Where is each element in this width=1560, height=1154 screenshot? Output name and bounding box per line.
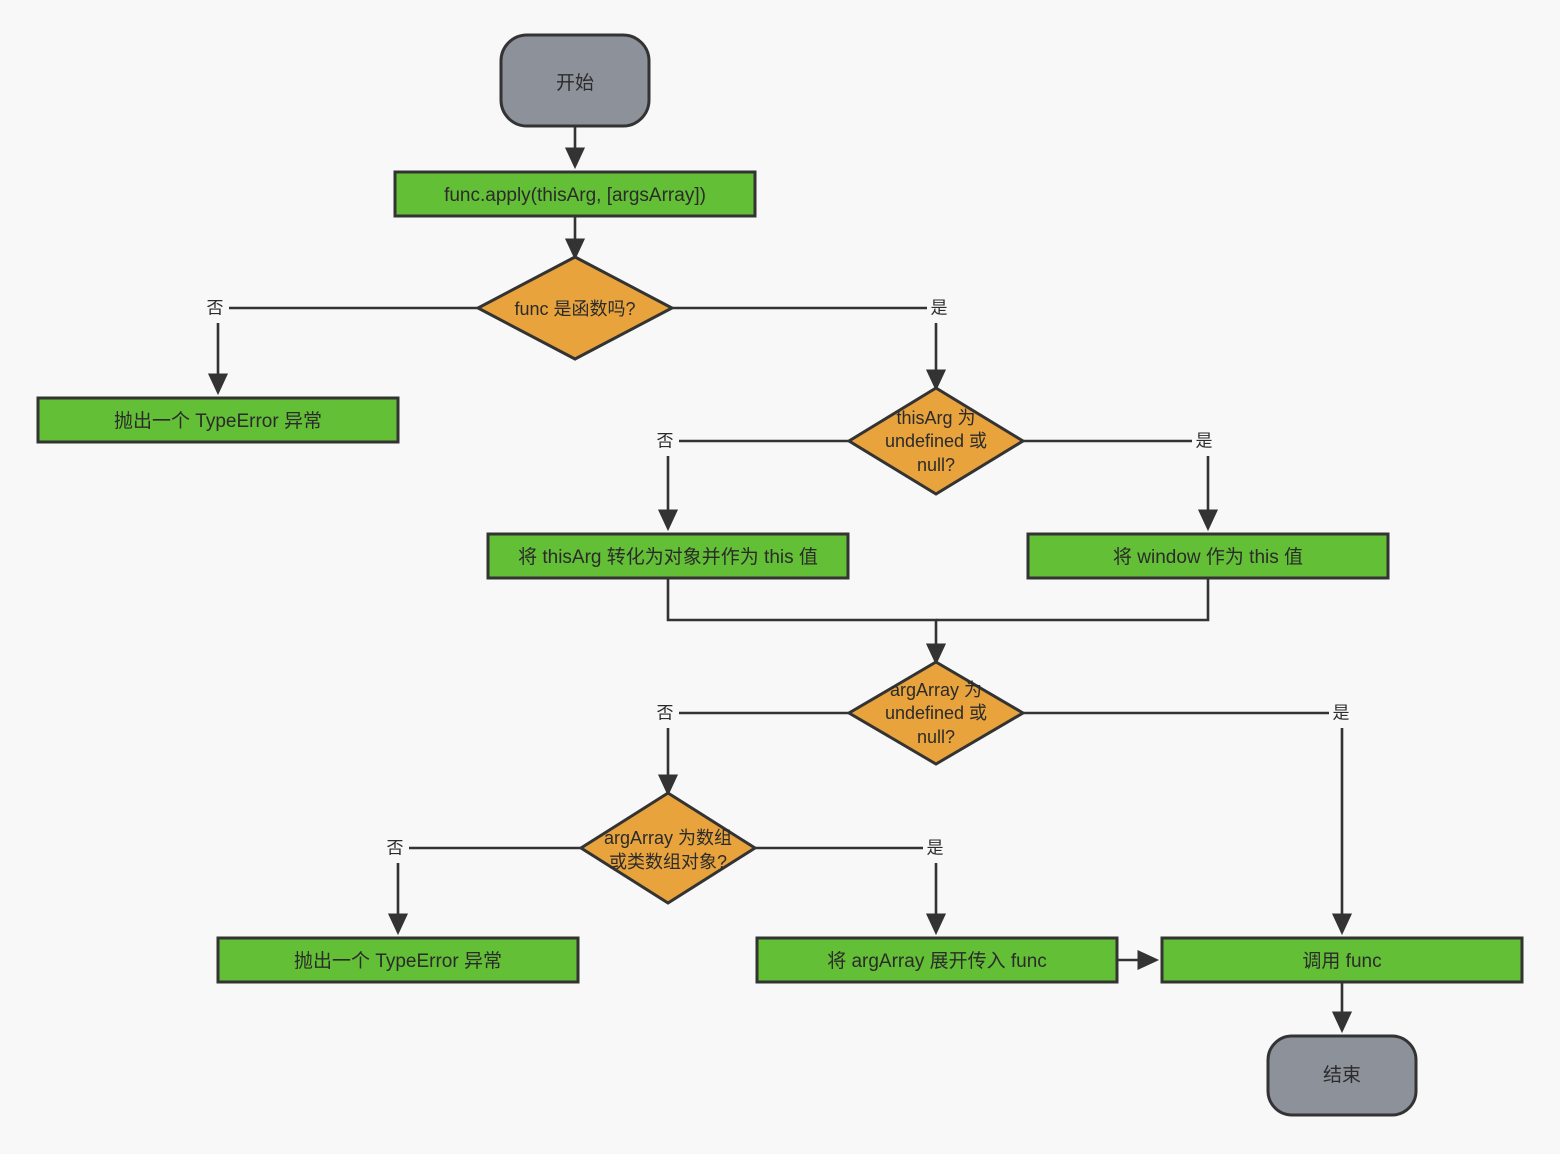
- isarray-decision-shape[interactable]: [578, 791, 758, 905]
- edge-isarray-no-to-throw2: 否: [383, 833, 583, 936]
- edge-toobject-to-argnull: [666, 578, 947, 666]
- edge-label-argnull-yes: 是: [1333, 703, 1350, 722]
- node-argnull[interactable]: argArray 为 undefined 或 null?: [846, 660, 1026, 766]
- edge-label-thisargnull-no: 否: [657, 431, 674, 450]
- edge-usewindow-to-argnull: [936, 578, 1210, 622]
- thisargnull-decision-shape[interactable]: [846, 386, 1026, 496]
- edge-argnull-yes-to-callfunc: 是: [1023, 698, 1355, 936]
- node-end[interactable]: 结束: [1266, 1034, 1418, 1117]
- node-toobject[interactable]: 将 thisArg 转化为对象并作为 this 值: [486, 532, 850, 580]
- node-throw1[interactable]: 抛出一个 TypeError 异常: [36, 396, 400, 444]
- edge-label-bg: [1192, 426, 1218, 456]
- start-terminal-shape[interactable]: [499, 33, 651, 128]
- isfunc-decision-shape[interactable]: [474, 255, 676, 361]
- node-isfunc[interactable]: func 是函数吗?: [474, 255, 676, 361]
- edge-thisargnull-no-to-toobject: 否: [653, 426, 849, 532]
- spread-process-shape[interactable]: [755, 936, 1119, 984]
- usewindow-process-shape[interactable]: [1026, 532, 1390, 580]
- throw1-process-shape[interactable]: [36, 396, 400, 444]
- throw2-process-shape[interactable]: [216, 936, 580, 984]
- node-start[interactable]: 开始: [499, 33, 651, 128]
- edge-label-bg: [203, 293, 229, 323]
- edge-label-argnull-no: 否: [657, 703, 674, 722]
- argnull-decision-shape[interactable]: [846, 660, 1026, 766]
- edge-label-bg: [1329, 698, 1355, 728]
- node-thisargnull[interactable]: thisArg 为 undefined 或 null?: [846, 386, 1026, 496]
- node-spread[interactable]: 将 argArray 展开传入 func: [755, 936, 1119, 984]
- edge-isfunc-no-to-throw1: 否: [203, 293, 480, 396]
- apply-process-shape[interactable]: [393, 170, 757, 218]
- edge-argnull-no-to-isarray: 否: [653, 698, 849, 797]
- edge-label-isarray-no: 否: [387, 838, 404, 857]
- node-apply[interactable]: func.apply(thisArg, [argsArray]): [393, 170, 757, 218]
- edge-isfunc-yes-to-thisargnull: 是: [672, 293, 953, 392]
- node-throw2[interactable]: 抛出一个 TypeError 异常: [216, 936, 580, 984]
- edge-label-thisargnull-yes: 是: [1196, 431, 1213, 450]
- edge-isarray-yes-to-spread: 是: [755, 833, 949, 936]
- node-isarray[interactable]: argArray 为数组 或类数组对象?: [578, 791, 758, 905]
- node-callfunc[interactable]: 调用 func: [1160, 936, 1524, 984]
- toobject-process-shape[interactable]: [486, 532, 850, 580]
- edge-label-isfunc-yes: 是: [931, 298, 948, 317]
- callfunc-process-shape[interactable]: [1160, 936, 1524, 984]
- edge-label-isfunc-no: 否: [207, 298, 224, 317]
- edge-label-isarray-yes: 是: [927, 838, 944, 857]
- edge-label-bg: [923, 833, 949, 863]
- edge-label-bg: [653, 426, 679, 456]
- node-usewindow[interactable]: 将 window 作为 this 值: [1026, 532, 1390, 580]
- edge-thisargnull-yes-to-usewindow: 是: [1023, 426, 1219, 532]
- end-terminal-shape[interactable]: [1266, 1034, 1418, 1117]
- edge-label-bg: [653, 698, 679, 728]
- edge-label-bg: [383, 833, 409, 863]
- edge-label-bg: [927, 293, 953, 323]
